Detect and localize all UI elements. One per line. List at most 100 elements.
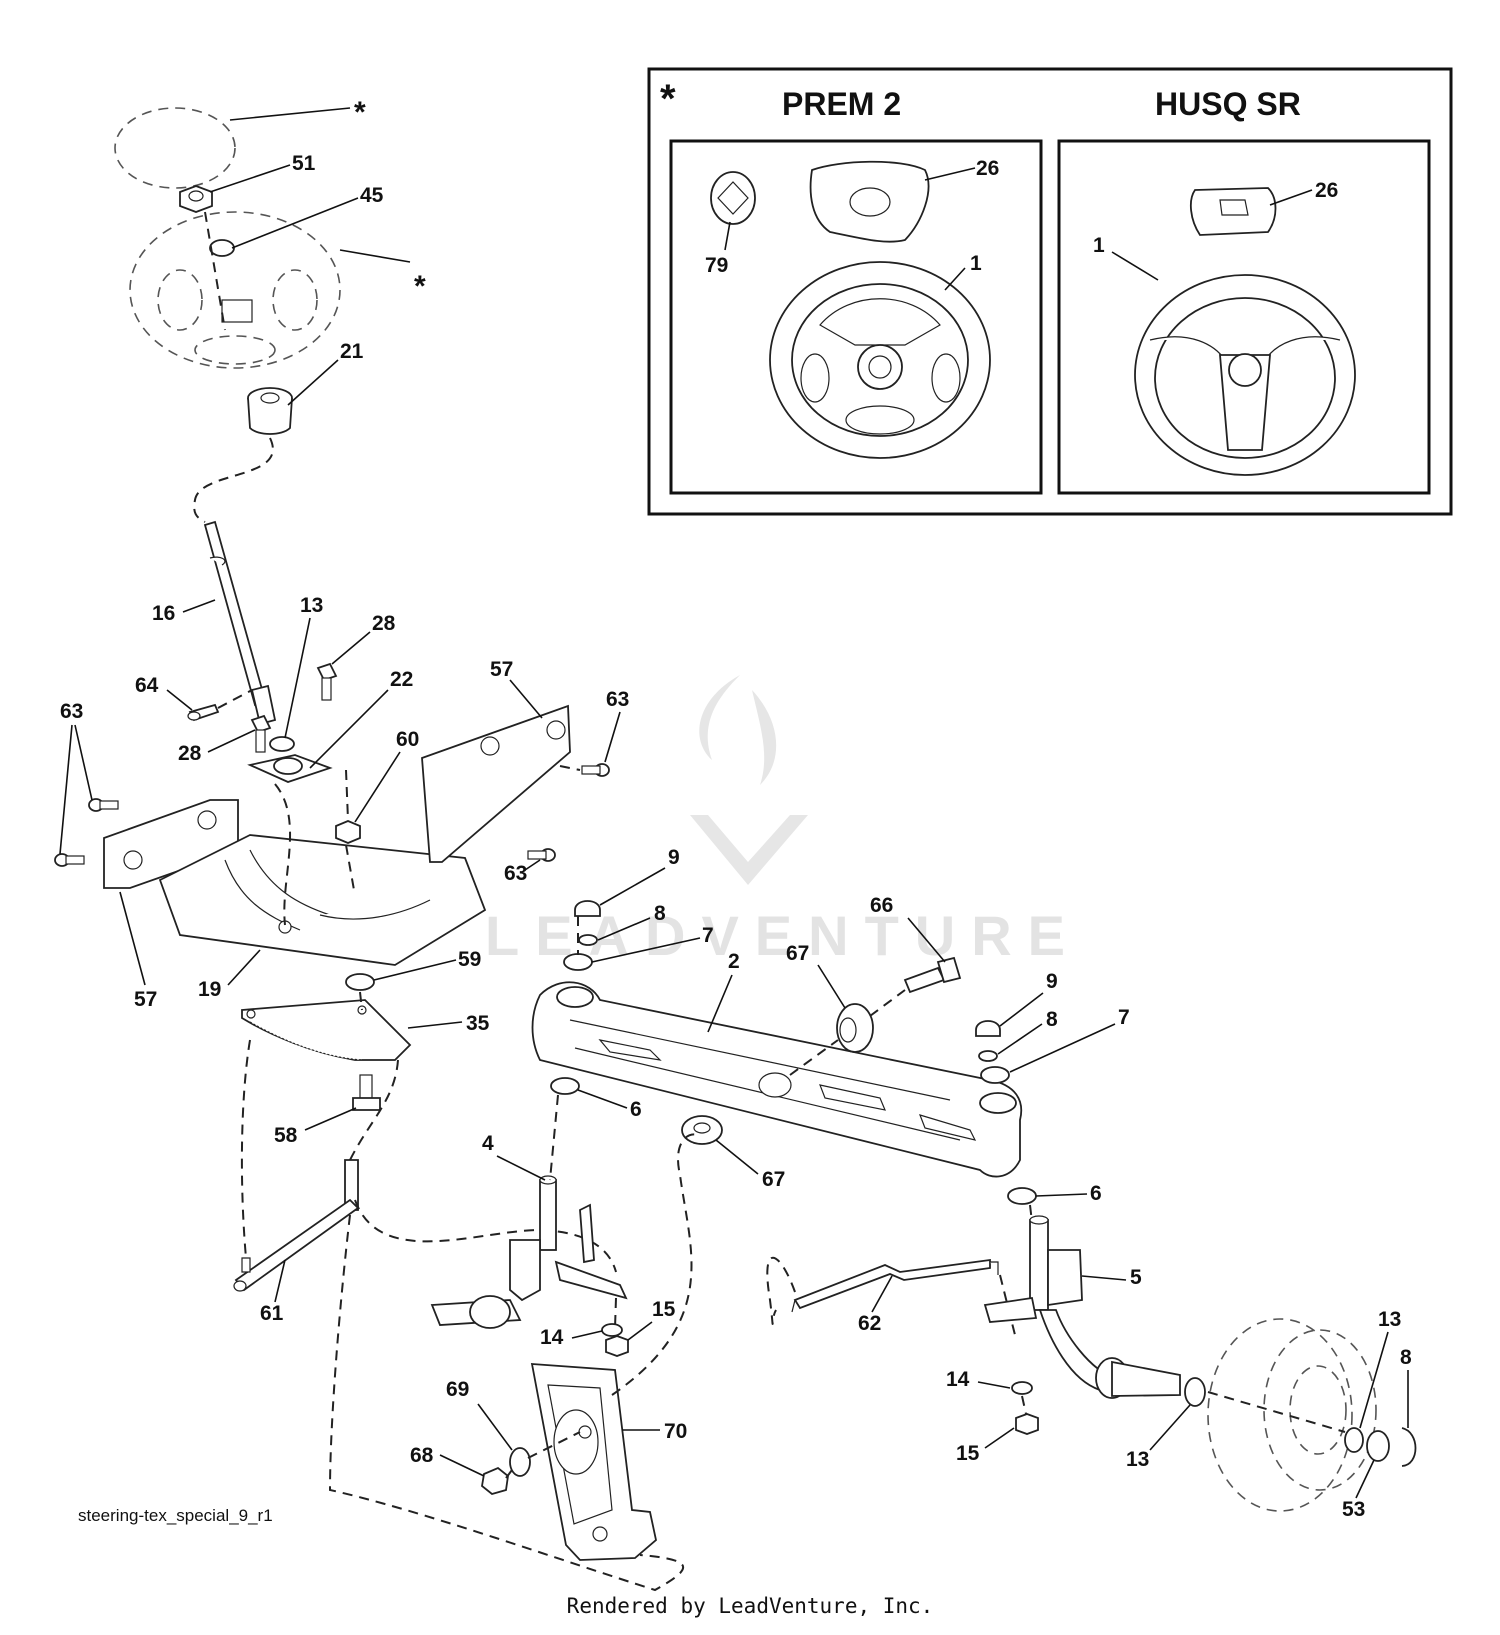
callout-7-left: 7 — [702, 924, 714, 947]
callout-8-bottom: 8 — [1400, 1346, 1412, 1369]
drag-link-61 — [233, 1159, 360, 1292]
callout-64: 64 — [135, 674, 159, 697]
callout-15-left: 15 — [652, 1298, 676, 1321]
callout-4: 4 — [482, 1132, 494, 1155]
leadventure-watermark: LEADVENTURE — [485, 675, 1065, 967]
callout-9-right: 9 — [1046, 970, 1058, 993]
callout-15-right: 15 — [956, 1442, 980, 1465]
hub-cover-26-prem2 — [809, 160, 930, 243]
front-wheel-ghost — [1207, 1318, 1377, 1512]
callout-21: 21 — [340, 340, 364, 363]
hub-cover-26-husq-sr — [1189, 187, 1277, 236]
emblem-79 — [710, 171, 756, 225]
bolt-28-upper — [316, 662, 338, 701]
callout-9-left: 9 — [668, 846, 680, 869]
callout-14-right: 14 — [946, 1368, 970, 1391]
nut-51 — [179, 185, 213, 213]
bolt-58 — [352, 1074, 381, 1111]
bracket-57-right — [421, 704, 571, 863]
callout-13-right-bottom: 13 — [1126, 1448, 1149, 1471]
cap-9-left — [574, 900, 601, 917]
callout-16: 16 — [152, 602, 175, 625]
callout-63-right-bottom: 63 — [504, 862, 527, 885]
washer-7-right — [980, 1066, 1010, 1084]
callout-19: 19 — [198, 978, 221, 1001]
steering-wheel-ghost — [129, 211, 341, 369]
callout-asterisk-top: * — [354, 96, 366, 129]
bracket-70 — [530, 1363, 657, 1561]
callout-7-right: 7 — [1118, 1006, 1130, 1029]
screw-63-right-bottom — [527, 848, 556, 862]
clip-8-right — [978, 1050, 998, 1062]
bearing-13-top — [269, 736, 295, 752]
callout-67-top: 67 — [786, 942, 809, 965]
callout-14-left: 14 — [540, 1326, 564, 1349]
callout-35: 35 — [466, 1012, 490, 1035]
callout-6-left: 6 — [630, 1098, 642, 1121]
cap-9-right — [975, 1020, 1001, 1037]
key-64: 64 — [135, 674, 253, 722]
shaft-pinion — [250, 684, 277, 726]
axle-bore-right — [979, 1092, 1017, 1114]
callout-1-prem2: 1 — [970, 252, 982, 275]
dashed-loop-bracket-to-axle — [611, 1133, 701, 1396]
rendered-by-credit: Rendered by LeadVenture, Inc. — [566, 1594, 934, 1618]
steering-wheel-1-husq-sr — [1134, 274, 1356, 476]
callout-13-top: 13 — [300, 594, 323, 617]
steering-wheel-variants-inset: * PREM 2 HUSQ SR — [647, 67, 1453, 516]
callout-13-right-top: 13 — [1378, 1308, 1401, 1331]
callout-51: 51 — [292, 152, 316, 175]
callout-28-left: 28 — [178, 742, 202, 765]
callout-67-bottom: 67 — [762, 1168, 785, 1191]
inset-left-title: PREM 2 — [782, 86, 901, 122]
flange-bearing-22 — [247, 754, 333, 783]
callout-62: 62 — [858, 1312, 881, 1335]
spacer-6-right — [1007, 1187, 1037, 1205]
washer-14-right — [1011, 1381, 1033, 1395]
wheel-hub — [221, 299, 253, 323]
spacer-6-left — [550, 1077, 580, 1095]
callout-61: 61 — [260, 1302, 284, 1325]
clip-8-left — [578, 934, 598, 946]
washer-45 — [209, 239, 235, 257]
tie-rod-62 — [791, 1258, 999, 1313]
diagram-id: steering-tex_special_9_r1 — [78, 1506, 273, 1525]
callout-28-top: 28 — [372, 612, 396, 635]
callout-69: 69 — [446, 1378, 469, 1401]
steering-wheel-group: * 51 45 * 21 — [114, 96, 426, 523]
callout-59: 59 — [458, 948, 481, 971]
callout-22: 22 — [390, 668, 413, 691]
callout-26-husq-sr: 26 — [1315, 179, 1338, 202]
callout-60: 60 — [396, 728, 419, 751]
wheel-cap-ghost — [114, 107, 236, 189]
washer-7-left — [563, 953, 593, 971]
callout-66: 66 — [870, 894, 893, 917]
axle-pivot-hole — [758, 1072, 792, 1098]
nut-15-left — [605, 1335, 629, 1357]
axle-bore-left — [556, 986, 594, 1008]
screw-63-left-lower — [54, 853, 85, 867]
washer-14-left — [601, 1323, 623, 1337]
callout-63-left: 63 — [60, 700, 83, 723]
washer-69 — [509, 1447, 531, 1477]
callout-53: 53 — [1342, 1498, 1365, 1521]
sector-plate-19 — [158, 834, 487, 966]
inset-asterisk: * — [660, 77, 676, 121]
front-axle-2 — [531, 981, 1023, 1178]
callout-8-left: 8 — [654, 902, 666, 925]
nut-15-right — [1015, 1413, 1039, 1435]
washer-59 — [345, 973, 375, 991]
callout-70: 70 — [664, 1420, 687, 1443]
callout-5: 5 — [1130, 1266, 1142, 1289]
callout-45: 45 — [360, 184, 384, 207]
bushing-67-top — [836, 1003, 874, 1053]
washer-13-inner — [1184, 1377, 1206, 1407]
bolt-68 — [481, 1466, 509, 1495]
callout-58: 58 — [274, 1124, 298, 1147]
callout-26-prem2: 26 — [976, 157, 999, 180]
callout-57-top: 57 — [490, 658, 513, 681]
callout-2: 2 — [728, 950, 740, 973]
sector-gear-35 — [241, 999, 412, 1061]
callout-asterisk-wheel: * — [414, 270, 426, 303]
